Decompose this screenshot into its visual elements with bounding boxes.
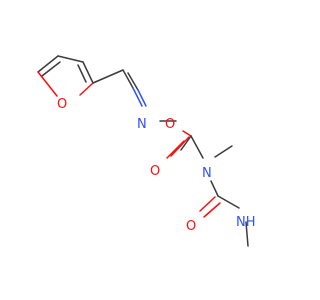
bond	[127, 72, 139, 91]
carbonyl-oxygen-2-label: O	[186, 219, 196, 234]
bond	[79, 82, 94, 96]
oxime-nitrogen-label: N	[137, 117, 147, 132]
bond	[210, 180, 219, 197]
amide-nitrogen-label: NH	[236, 215, 256, 230]
link-oxygen-label: O	[165, 117, 175, 132]
bond	[82, 61, 94, 84]
bond	[180, 135, 192, 151]
bond	[57, 55, 84, 63]
methyl-nitrogen-label: N	[202, 166, 212, 181]
furan-oxygen-label: O	[57, 97, 67, 112]
bond	[41, 61, 61, 77]
bond	[203, 202, 221, 218]
bond	[132, 87, 143, 107]
bond	[92, 69, 124, 84]
bond	[122, 69, 134, 89]
bond	[217, 195, 240, 209]
bond	[182, 130, 192, 137]
bond	[170, 136, 190, 157]
bond	[37, 55, 59, 73]
bond	[190, 135, 204, 159]
furan-ring	[37, 55, 94, 97]
bond	[214, 145, 233, 158]
molecule-structure: O N O O N NH O	[37, 55, 256, 247]
bond	[77, 64, 87, 83]
bond	[245, 221, 249, 247]
bond	[199, 196, 216, 212]
bond	[137, 89, 147, 107]
bond	[37, 71, 58, 97]
carbonyl-oxygen-1-label: O	[150, 164, 160, 179]
bond	[166, 140, 185, 159]
